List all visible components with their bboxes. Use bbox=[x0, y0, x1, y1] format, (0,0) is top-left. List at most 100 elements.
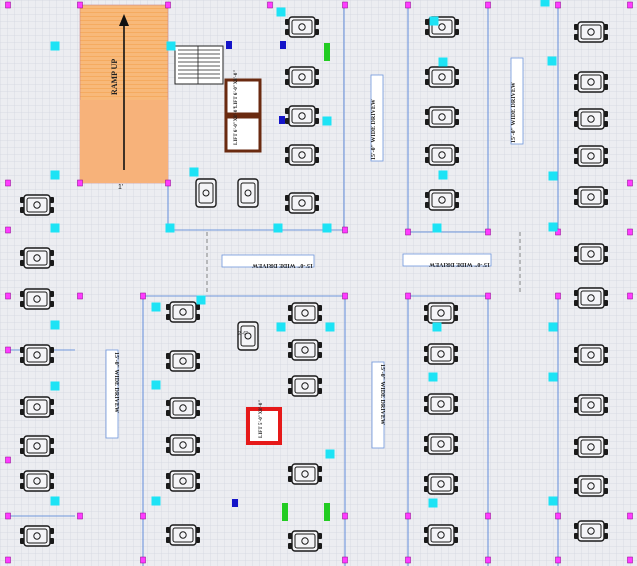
parking-space bbox=[424, 66, 460, 88]
parking-space bbox=[19, 344, 55, 366]
structural-column bbox=[627, 1, 633, 9]
driveway-label-center-left: 15'-0" WIDE DRIVEW bbox=[221, 254, 315, 268]
parking-space bbox=[573, 475, 609, 497]
cyan-marker bbox=[325, 449, 335, 459]
cyan-marker bbox=[325, 322, 335, 332]
structural-column bbox=[5, 226, 11, 234]
parking-space bbox=[573, 145, 609, 167]
cyan-marker bbox=[322, 116, 332, 126]
ramp-arrow-head bbox=[119, 14, 129, 26]
parking-space bbox=[423, 524, 459, 546]
parking-space bbox=[573, 243, 609, 265]
structural-columns bbox=[5, 1, 633, 564]
lift-3-label: LIFT 5'-0"X8'-0" bbox=[259, 400, 264, 438]
cyan-marker bbox=[276, 7, 286, 17]
parking-space bbox=[19, 396, 55, 418]
cyan-marker bbox=[548, 496, 558, 506]
ramp: RAMP UP 1' bbox=[79, 4, 169, 191]
lift-2-label: LIFT 6'-0"X8'-0" bbox=[234, 107, 239, 145]
parking-space bbox=[287, 302, 323, 324]
structural-column bbox=[77, 1, 83, 9]
structural-column bbox=[5, 179, 11, 187]
structural-column bbox=[140, 292, 146, 300]
structural-column bbox=[555, 292, 561, 300]
cyan-marker bbox=[166, 41, 176, 51]
blue-marker bbox=[279, 116, 285, 124]
parking-space bbox=[573, 108, 609, 130]
svg-text:15'-0" WIDE DRIVEW: 15'-0" WIDE DRIVEW bbox=[511, 82, 517, 143]
structural-column bbox=[342, 1, 348, 9]
cyan-marker bbox=[50, 170, 60, 180]
parking-space bbox=[195, 178, 217, 208]
structural-column bbox=[485, 292, 491, 300]
parking-space bbox=[19, 247, 55, 269]
cyan-marker bbox=[50, 381, 60, 391]
cyan-marker bbox=[438, 170, 448, 180]
parking-space bbox=[287, 375, 323, 397]
parking-space bbox=[424, 106, 460, 128]
structural-column bbox=[77, 292, 83, 300]
ramp-marker: 1' bbox=[118, 184, 123, 191]
cyan-marker bbox=[151, 302, 161, 312]
cyan-marker bbox=[548, 372, 558, 382]
cyan-marker bbox=[273, 223, 283, 233]
parking-space bbox=[573, 21, 609, 43]
cyan-marker bbox=[548, 322, 558, 332]
structural-column bbox=[627, 292, 633, 300]
parking-space bbox=[165, 524, 201, 546]
structural-column bbox=[485, 512, 491, 520]
svg-text:15'-0" WIDE DRIVEW: 15'-0" WIDE DRIVEW bbox=[113, 352, 119, 413]
parking-space bbox=[423, 302, 459, 324]
parking-space bbox=[573, 520, 609, 542]
green-marker bbox=[324, 43, 330, 61]
svg-text:15'-0" WIDE DRIVEW: 15'-0" WIDE DRIVEW bbox=[379, 364, 385, 425]
cyan-marker bbox=[429, 16, 439, 26]
structural-column bbox=[627, 512, 633, 520]
parking-space bbox=[19, 288, 55, 310]
structural-column bbox=[555, 228, 561, 236]
structural-column bbox=[5, 456, 11, 464]
cyan-marker bbox=[428, 498, 438, 508]
parking-space bbox=[287, 339, 323, 361]
structural-column bbox=[485, 1, 491, 9]
lift-2: LIFT 6'-0"X8'-0" bbox=[224, 107, 262, 153]
structural-column bbox=[5, 346, 11, 354]
parking-space bbox=[284, 144, 320, 166]
cyan-marker bbox=[322, 223, 332, 233]
cyan-marker bbox=[540, 0, 550, 7]
cyan-marker bbox=[548, 171, 558, 181]
structural-column bbox=[165, 179, 171, 187]
ramp-label: RAMP UP bbox=[110, 59, 119, 95]
blue-marker bbox=[226, 41, 232, 49]
parking-space bbox=[287, 530, 323, 552]
driveway-label-center-right: 15'-0" WIDE DRIVEW bbox=[402, 253, 492, 267]
parking-space bbox=[573, 186, 609, 208]
structural-column bbox=[5, 1, 11, 9]
cyan-marker bbox=[276, 322, 286, 332]
structural-column bbox=[555, 556, 561, 564]
structural-column bbox=[342, 226, 348, 234]
cyan-marker bbox=[50, 320, 60, 330]
parking-space bbox=[19, 435, 55, 457]
parking-space bbox=[19, 470, 55, 492]
cyan-marker bbox=[165, 223, 175, 233]
parking-space bbox=[165, 350, 201, 372]
structural-column bbox=[405, 1, 411, 9]
parking-space bbox=[424, 144, 460, 166]
parking-space bbox=[165, 301, 201, 323]
parking-space bbox=[424, 189, 460, 211]
lift-1-label: LIFT 6'-0"X8'-0" bbox=[234, 70, 239, 108]
cyan-marker bbox=[196, 295, 206, 305]
green-marker bbox=[324, 503, 330, 521]
structural-column bbox=[627, 556, 633, 564]
parking-space bbox=[287, 463, 323, 485]
cyan-marker bbox=[189, 167, 199, 177]
structural-column bbox=[342, 556, 348, 564]
structural-column bbox=[627, 228, 633, 236]
parking-space bbox=[423, 393, 459, 415]
structural-column bbox=[5, 512, 11, 520]
structural-column bbox=[627, 179, 633, 187]
structural-column bbox=[555, 512, 561, 520]
